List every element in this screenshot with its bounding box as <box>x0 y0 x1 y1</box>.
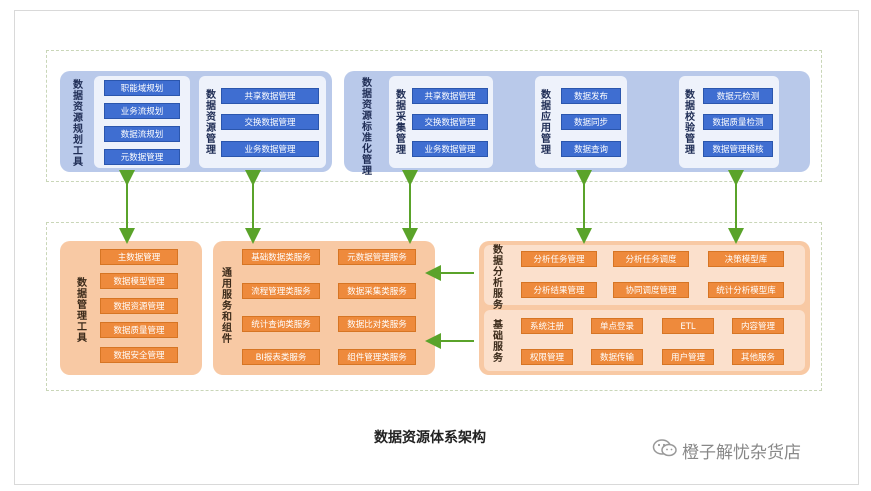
common-item-8: 组件管理类服务 <box>338 349 416 365</box>
mgmt-tool-label: 数据管理工具 <box>77 278 87 344</box>
collection-label: 数据采集管理 <box>396 90 406 156</box>
planning-item-4: 元数据管理 <box>104 149 180 165</box>
mgmt-tool-item-4: 数据质量管理 <box>100 322 178 338</box>
validation-item-2: 数据质量检测 <box>703 114 773 130</box>
resource-mgmt-item-2: 交换数据管理 <box>221 114 319 130</box>
planning-item-2: 业务流规划 <box>104 103 180 119</box>
common-services-label: 通用服务和组件 <box>222 268 232 345</box>
application-item-2: 数据同步 <box>561 114 621 130</box>
analysis-item-3: 决策模型库 <box>708 251 784 267</box>
standardization-label: 数据资源标准化管理 <box>362 78 372 177</box>
common-item-2: 元数据管理服务 <box>338 249 416 265</box>
mgmt-tool-item-5: 数据安全管理 <box>100 347 178 363</box>
collection-item-3: 业务数据管理 <box>412 141 488 157</box>
basic-item-8: 其他服务 <box>732 349 784 365</box>
planning-tool-label: 数据资源规划工具 <box>73 80 83 168</box>
analysis-item-6: 统计分析模型库 <box>708 282 784 298</box>
analysis-item-5: 协同调度管理 <box>613 282 689 298</box>
basic-label: 基础服务 <box>493 320 503 364</box>
mgmt-tool-item-3: 数据资源管理 <box>100 298 178 314</box>
resource-mgmt-item-1: 共享数据管理 <box>221 88 319 104</box>
validation-item-1: 数据元检测 <box>703 88 773 104</box>
application-label: 数据应用管理 <box>541 90 551 156</box>
application-item-3: 数据查询 <box>561 141 621 157</box>
basic-item-3: ETL <box>662 318 714 334</box>
common-item-6: 数据比对类服务 <box>338 316 416 332</box>
analysis-label: 数据分析服务 <box>493 245 503 311</box>
mgmt-tool-item-1: 主数据管理 <box>100 249 178 265</box>
common-item-4: 数据采集类服务 <box>338 283 416 299</box>
basic-item-6: 数据传输 <box>591 349 643 365</box>
resource-mgmt-item-3: 业务数据管理 <box>221 141 319 157</box>
planning-item-1: 职能域规划 <box>104 80 180 96</box>
application-item-1: 数据发布 <box>561 88 621 104</box>
resource-mgmt-label: 数据资源管理 <box>206 90 216 156</box>
analysis-item-1: 分析任务管理 <box>521 251 597 267</box>
validation-item-3: 数据管理稽核 <box>703 141 773 157</box>
basic-item-2: 单点登录 <box>591 318 643 334</box>
mgmt-tool-item-2: 数据模型管理 <box>100 273 178 289</box>
bottom-group-outline <box>46 222 822 391</box>
common-item-7: BI报表类服务 <box>242 349 320 365</box>
common-item-3: 流程管理类服务 <box>242 283 320 299</box>
common-item-5: 统计查询类服务 <box>242 316 320 332</box>
top-group-outline <box>46 50 822 182</box>
diagram-caption: 数据资源体系架构 <box>374 430 486 446</box>
basic-item-5: 权限管理 <box>521 349 573 365</box>
basic-item-7: 用户管理 <box>662 349 714 365</box>
analysis-item-2: 分析任务调度 <box>613 251 689 267</box>
collection-item-1: 共享数据管理 <box>412 88 488 104</box>
watermark-text: 橙子解忧杂货店 <box>682 443 801 463</box>
basic-item-1: 系统注册 <box>521 318 573 334</box>
wechat-icon <box>652 439 677 457</box>
validation-label: 数据校验管理 <box>685 90 695 156</box>
collection-item-2: 交换数据管理 <box>412 114 488 130</box>
analysis-item-4: 分析结果管理 <box>521 282 597 298</box>
planning-item-3: 数据流规划 <box>104 126 180 142</box>
basic-item-4: 内容管理 <box>732 318 784 334</box>
common-item-1: 基础数据类服务 <box>242 249 320 265</box>
